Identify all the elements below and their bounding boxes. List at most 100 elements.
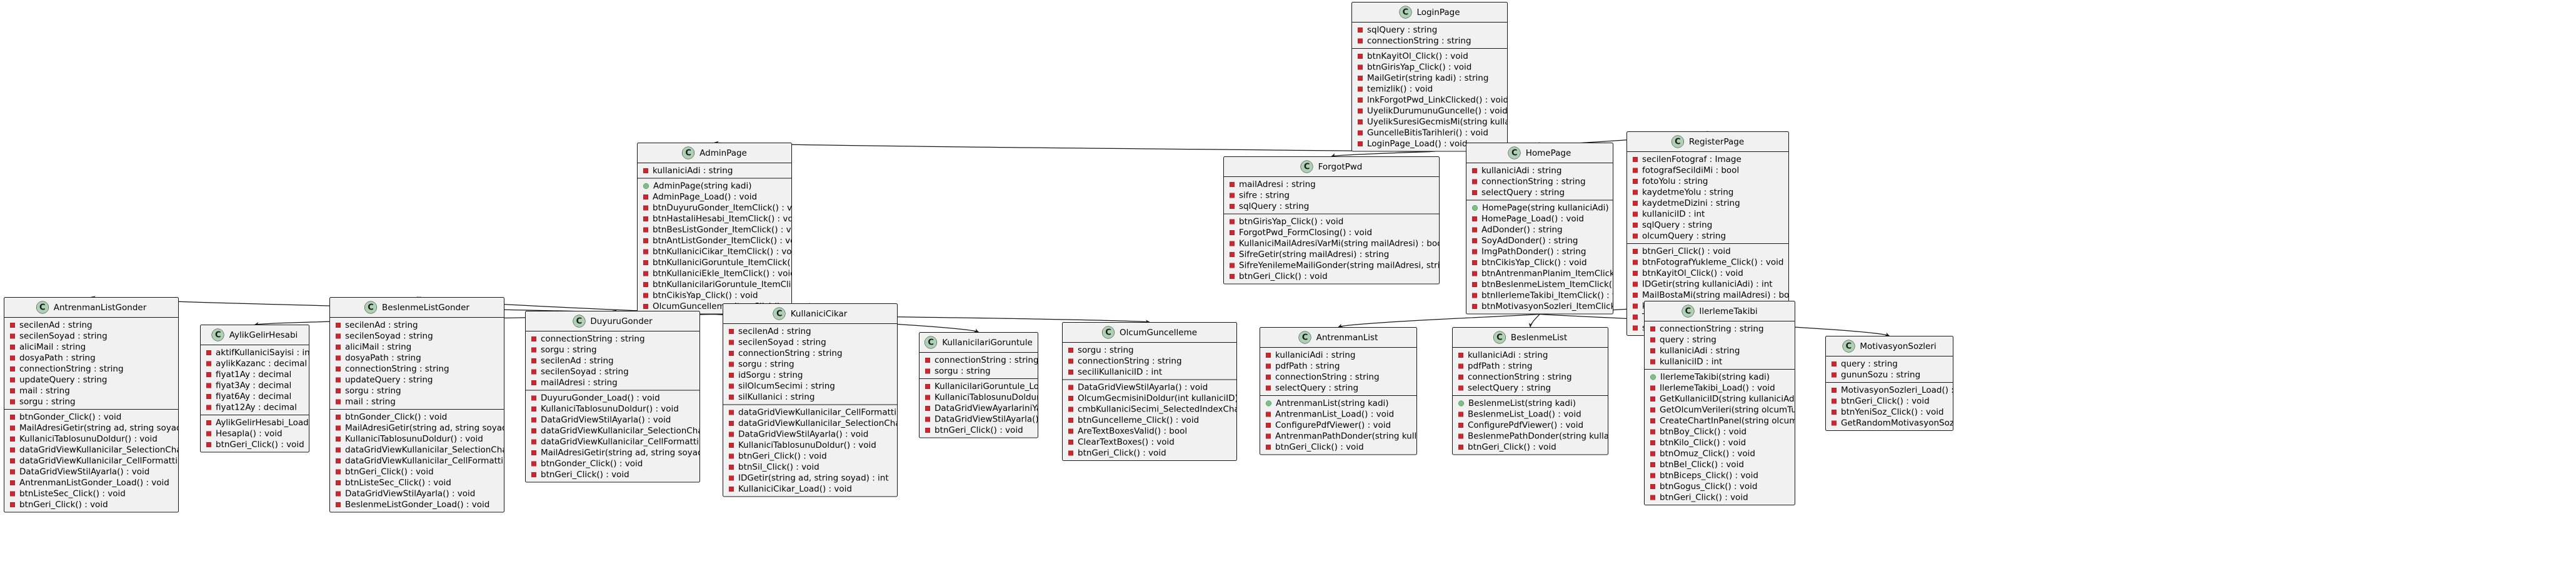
method-text: OlcumGecmisiniDoldur(int kullaniciID) : …: [1078, 393, 1237, 403]
private-visibility-icon: [206, 393, 211, 399]
method-text: IDGetir(string kullaniciAdi) : int: [1642, 279, 1773, 290]
private-visibility-icon: [1358, 119, 1363, 124]
method-row: AdminPage_Load() : void: [638, 191, 791, 203]
private-visibility-icon: [729, 410, 734, 415]
field-text: secilenSoyad : string: [738, 337, 826, 348]
private-visibility-icon: [1633, 233, 1638, 239]
method-text: UyelikSuresiGecmisMi(string kullaniciAdi…: [1367, 117, 1507, 127]
method-row: btnGirisYap_Click() : void: [1224, 216, 1439, 228]
private-visibility-icon: [1472, 179, 1477, 184]
field-text: secilenAd : string: [738, 326, 811, 336]
field-row: selectQuery : string: [1260, 383, 1416, 394]
method-row: BeslenmeList(string kadi): [1453, 398, 1608, 409]
private-visibility-icon: [1358, 38, 1363, 44]
method-text: btnGeri_Click() : void: [1239, 271, 1328, 281]
private-visibility-icon: [1458, 374, 1463, 380]
private-visibility-icon: [729, 361, 734, 367]
private-visibility-icon: [1832, 398, 1837, 404]
method-text: KullaniciTablosunuDoldur() : void: [935, 392, 1038, 403]
method-text: btnGeri_Click() : void: [345, 467, 434, 477]
private-visibility-icon: [643, 249, 648, 255]
method-row: btnKilo_Click() : void: [1645, 437, 1795, 448]
method-row: LoginPage_Load() : void: [1352, 138, 1507, 149]
method-row: btnFotografYukleme_Click() : void: [1627, 257, 1788, 268]
field-row: connectionString : string: [526, 333, 699, 345]
private-visibility-icon: [1633, 281, 1638, 287]
method-row: MailAdresiGetir(string ad, string soyad)…: [4, 423, 178, 434]
private-visibility-icon: [729, 350, 734, 356]
method-text: btnKilo_Click() : void: [1660, 438, 1747, 448]
method-text: btnAntListGonder_ItemClick() : void: [653, 236, 792, 246]
field-row: connectionString : string: [1466, 176, 1613, 188]
public-visibility-icon: [1650, 374, 1656, 380]
field-text: connectionString : string: [345, 364, 449, 374]
field-text: kullaniciAdi : string: [1481, 166, 1562, 176]
field-row: connectionString : string: [4, 363, 178, 375]
private-visibility-icon: [729, 394, 734, 400]
field-row: updateQuery : string: [330, 375, 504, 386]
field-row: silKullanici : string: [723, 392, 897, 403]
method-row: btnGeri_Click() : void: [1063, 448, 1236, 459]
private-visibility-icon: [1650, 462, 1655, 467]
private-visibility-icon: [1458, 363, 1463, 369]
method-row: btnKullaniciCikar_ItemClick() : void: [638, 246, 791, 258]
private-visibility-icon: [10, 377, 15, 383]
field-row: aliciMail : string: [4, 341, 178, 353]
method-row: ImgPathDonder() : string: [1466, 246, 1613, 258]
method-text: BeslenmeList(string kadi): [1468, 398, 1576, 408]
method-row: btnGeri_Click() : void: [1260, 442, 1416, 453]
method-text: ConfigurePdfViewer() : void: [1468, 420, 1584, 430]
class-stereotype-icon: C: [211, 328, 224, 341]
field-row: secilenAd : string: [723, 326, 897, 337]
private-visibility-icon: [1633, 260, 1638, 265]
field-row: mailAdresi : string: [1224, 179, 1439, 190]
field-row: sqlQuery : string: [1352, 24, 1507, 36]
method-row: btnKullaniciEkle_ItemClick() : void: [638, 268, 791, 280]
field-text: selectQuery : string: [1275, 383, 1359, 393]
method-text: btnGeri_Click() : void: [1078, 448, 1166, 458]
field-text: secilenAd : string: [345, 320, 418, 330]
method-row: MailBostaMi(string mailAdresi) : bool: [1627, 290, 1788, 301]
class-methods: MotivasyonSozleri_Load() : voidbtnGeri_C…: [1826, 382, 1953, 430]
field-text: kullaniciAdi : string: [1468, 350, 1548, 360]
method-text: MailGetir(string kadi) : string: [1367, 73, 1489, 83]
private-visibility-icon: [729, 442, 734, 448]
class-name: ForgotPwd: [1318, 161, 1363, 172]
class-name: LoginPage: [1416, 7, 1460, 18]
method-row: ForgotPwd_FormClosing() : void: [1224, 227, 1439, 238]
field-row: secilenAd : string: [4, 320, 178, 331]
method-text: MotivasyonSozleri_Load() : void: [1841, 385, 1953, 395]
private-visibility-icon: [643, 293, 648, 298]
private-visibility-icon: [10, 322, 15, 328]
private-visibility-icon: [1650, 440, 1655, 445]
private-visibility-icon: [1358, 108, 1363, 114]
field-row: mailAdresi : string: [526, 377, 699, 388]
class-stereotype-icon: C: [1300, 160, 1313, 173]
method-row: DataGridViewStilAyarla() : void: [526, 415, 699, 426]
private-visibility-icon: [1230, 263, 1235, 268]
method-row: DuyuruGonder_Load() : void: [526, 393, 699, 404]
field-row: fiyat3Ay : decimal: [201, 380, 309, 392]
private-visibility-icon: [1458, 385, 1463, 391]
field-text: fiyat3Ay : decimal: [216, 380, 292, 391]
private-visibility-icon: [10, 333, 15, 339]
method-text: SoyAdDonder() : string: [1481, 236, 1578, 246]
field-row: kullaniciID : int: [1627, 209, 1788, 220]
private-visibility-icon: [1832, 372, 1837, 378]
private-visibility-icon: [1230, 230, 1235, 235]
field-text: sorgu : string: [541, 345, 597, 355]
private-visibility-icon: [1230, 193, 1235, 198]
private-visibility-icon: [10, 480, 15, 485]
private-visibility-icon: [1633, 178, 1638, 184]
private-visibility-icon: [1358, 97, 1363, 103]
field-text: kullaniciAdi : string: [653, 166, 733, 176]
